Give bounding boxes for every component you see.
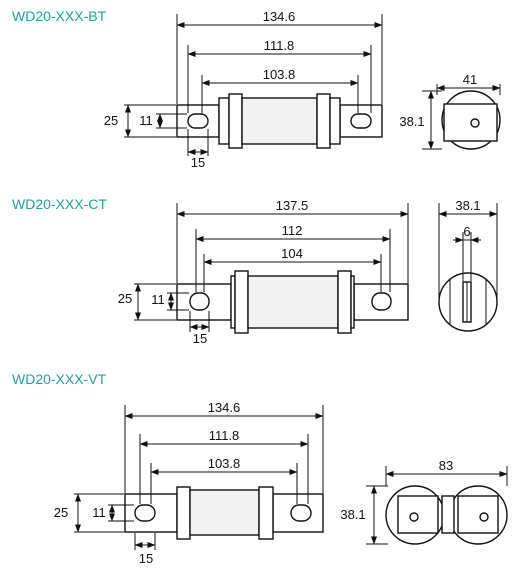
dim-label-side-width: 38.1 [455,198,480,213]
dim-label-mid: 111.8 [264,38,295,53]
dim-label-tab-height: 25 [54,505,68,520]
fuse-front-bt [176,93,383,149]
dim-label-tab-width: 15 [139,551,153,566]
fuse-front-vt [124,486,324,540]
dim-label-inner: 103.8 [263,67,296,82]
dim-label-side-slot: 6 [463,224,470,239]
dim-label-inner: 103.8 [208,456,241,471]
dim-label-slot: 11 [151,292,165,307]
right-ferrule [337,270,352,334]
dim-label-inner: 104 [281,246,303,261]
right-mounting-slot [371,292,392,311]
left-mounting-slot [189,292,210,311]
view-bt: 134.6 111.8 103.8 25 11 15 41 38.1 [104,9,501,170]
dim-label-tab-width: 15 [193,331,207,346]
left-mounting-slot [134,504,156,522]
side-mounting-hole-left [409,512,419,522]
view-title-vt: WD20-XXX-VT [12,371,107,387]
view-title-bt: WD20-XXX-BT [12,8,107,24]
left-ferrule [234,270,249,334]
right-ferrule [258,486,274,540]
dim-label-overall: 134.6 [208,400,241,415]
dim-label-side-height: 38.1 [399,114,424,129]
side-bridge [441,495,455,534]
dim-label-side-width: 83 [439,458,453,473]
dim-label-slot: 11 [92,505,106,520]
right-mounting-slot [290,504,312,522]
left-ferrule [228,93,243,149]
dim-label-side-width: 41 [463,72,477,87]
side-mounting-hole-right [479,512,489,522]
dim-label-mid: 111.8 [209,428,240,443]
dim-label-slot: 11 [139,113,153,128]
view-ct: 137.5 112 104 25 11 15 38.1 6 [118,198,498,346]
dim-label-tab-height: 25 [118,291,132,306]
ceramic-body [247,275,339,329]
right-end-cap [329,97,341,145]
right-ferrule [316,93,331,149]
left-end-cap [218,97,230,145]
dim-label-tab-height: 25 [104,113,118,128]
ceramic-body [189,489,260,536]
left-mounting-slot [187,113,209,129]
fuse-side-ct [438,272,498,332]
dim-label-side-height: 38.1 [340,507,365,522]
dim-label-mid: 112 [282,223,303,238]
fuse-side-vt [385,485,508,545]
left-ferrule [176,486,191,540]
fuse-side-bt [441,90,501,150]
fuse-front-ct [176,270,409,334]
dim-label-overall: 137.5 [276,198,309,213]
view-vt: 134.6 111.8 103.8 25 11 15 83 38.1 [54,400,508,566]
view-title-ct: WD20-XXX-CT [12,196,107,212]
side-terminal-right [457,495,499,534]
dim-label-tab-width: 15 [191,155,205,170]
side-mounting-hole [470,118,480,128]
ceramic-body [241,97,318,145]
right-end-cap [350,275,355,329]
dim-label-overall: 134.6 [263,9,296,24]
right-mounting-slot [350,113,372,129]
side-terminal-left [397,495,439,534]
